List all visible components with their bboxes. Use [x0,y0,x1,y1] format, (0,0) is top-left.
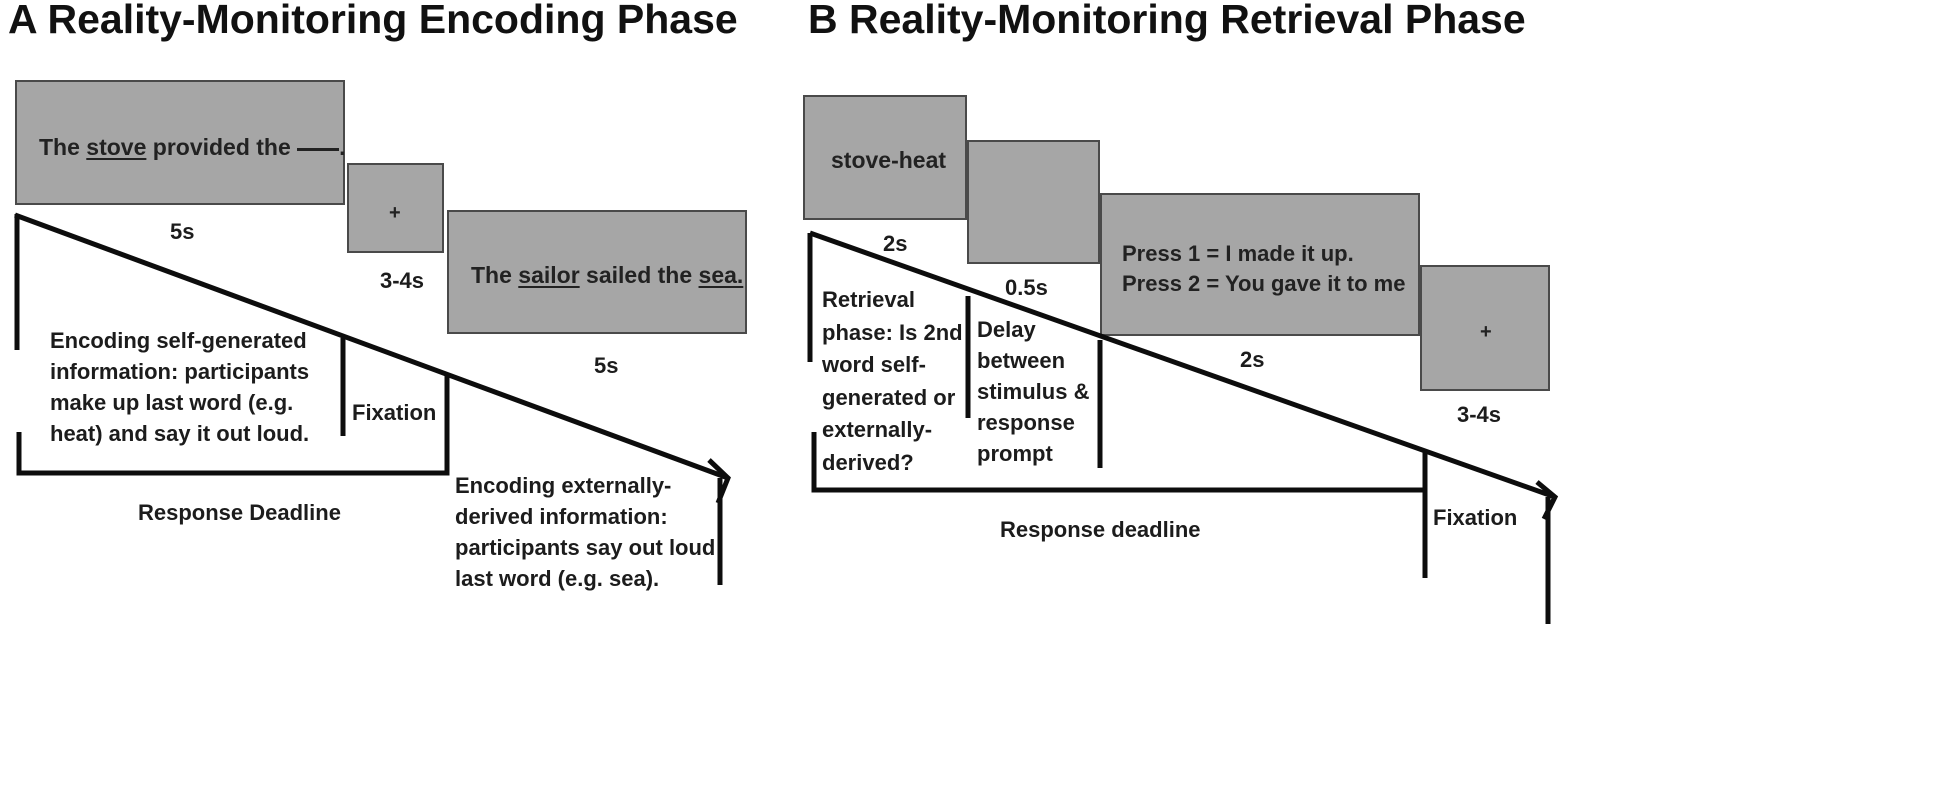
encoding-sentence-1: The stove provided the . [39,134,346,160]
fixation-cross: + [389,202,401,224]
retrieval-duration-2s-a: 2s [883,231,908,256]
retrieval-response-deadline-bracket [811,432,1428,493]
retrieval-fixation-box: + [1420,265,1550,391]
retrieval-delay-duration: 0.5s [1005,275,1048,300]
encoding-fixation-label: Fixation [352,400,437,425]
retrieval-timeline-diagonal [809,230,1556,500]
delay-description: Delay between stimulus & response prompt [977,317,1090,466]
encoding-timeline-diagonal [14,212,729,481]
word-pair-text: stove-heat [831,147,947,173]
retrieval-fixation-label: Fixation [1433,505,1518,530]
prompt-line-1: Press 1 = I made it up. [1122,241,1354,266]
prompt-line-2: Press 2 = You gave it to me [1122,271,1406,296]
retrieval-fixation-cross: + [1480,321,1492,343]
retrieval-response-deadline: Response deadline [1000,517,1201,542]
blank-line [297,148,340,151]
externally-derived-description: Encoding externally- derived information… [455,473,716,591]
encoding-fixation-box: + [347,163,444,253]
encoding-stimulus-box-1: The stove provided the . [15,80,346,205]
cue-word-sailor: sailor [518,262,580,288]
encoding-duration-5s-a: 5s [170,219,195,244]
retrieval-prompt-box: Press 1 = I made it up. Press 2 = You ga… [1100,193,1420,336]
retrieval-phase-description: Retrieval phase: Is 2nd word self- gener… [822,287,963,475]
self-generated-description: Encoding self-generated information: par… [50,328,310,446]
panel-b-title: B Reality-Monitoring Retrieval Phase [808,0,1526,42]
retrieval-duration-2s-b: 2s [1240,347,1265,372]
encoding-response-deadline: Response Deadline [138,500,341,525]
encoding-fixation-duration: 3-4s [380,268,425,293]
retrieval-fixation-duration: 3-4s [1457,402,1502,427]
encoding-duration-5s-b: 5s [594,353,619,378]
cue-word-stove: stove [86,134,147,160]
encoding-sentence-2: The sailor sailed the sea. [471,262,744,288]
retrieval-delay-box [967,140,1100,264]
panel-a-title: A Reality-Monitoring Encoding Phase [8,0,738,42]
retrieval-word-pair-box: stove-heat [803,95,967,220]
encoding-stimulus-box-2: The sailor sailed the sea. [447,210,747,334]
encoding-response-deadline-bracket [16,373,450,476]
target-word-sea: sea. [698,262,744,288]
